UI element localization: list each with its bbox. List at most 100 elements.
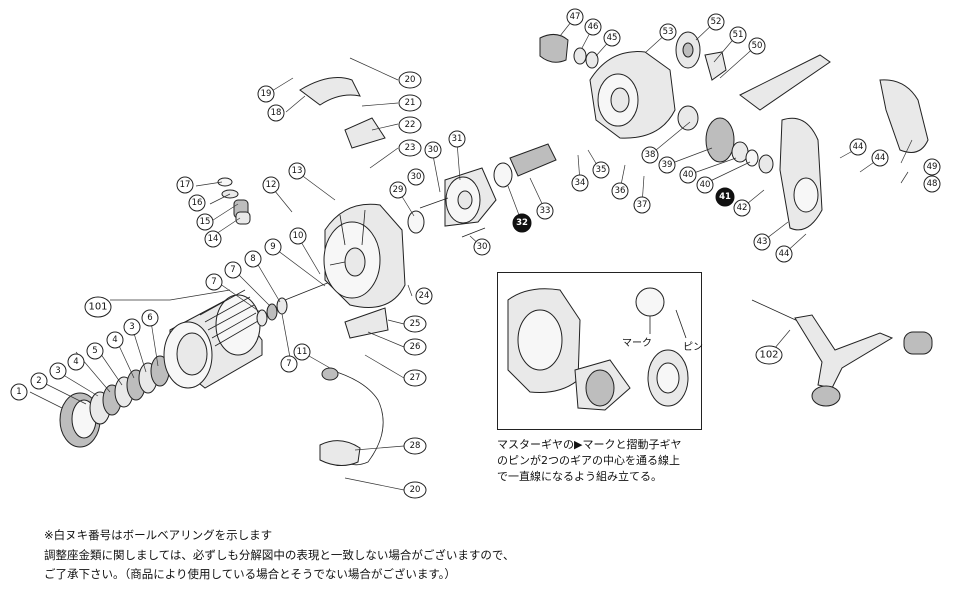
svg-text:40: 40 — [683, 170, 694, 180]
svg-text:101: 101 — [88, 302, 107, 313]
inset-caption-line-1: マスターギヤの▶マークと摺動子ギヤ — [497, 438, 682, 451]
callout-39: 39 — [658, 156, 676, 174]
svg-text:35: 35 — [596, 165, 607, 175]
svg-text:44: 44 — [853, 142, 864, 152]
callout-4: 4 — [67, 353, 85, 371]
svg-text:19: 19 — [261, 89, 272, 99]
svg-text:15: 15 — [200, 217, 211, 227]
reel-body — [539, 34, 676, 139]
svg-text:2: 2 — [36, 376, 41, 386]
svg-text:24: 24 — [419, 291, 430, 301]
svg-text:34: 34 — [575, 178, 586, 188]
callout-48: 48 — [923, 175, 941, 193]
svg-text:29: 29 — [393, 185, 404, 195]
svg-text:40: 40 — [700, 180, 711, 190]
svg-text:10: 10 — [293, 231, 304, 241]
svg-text:20: 20 — [405, 75, 416, 85]
svg-text:7: 7 — [286, 359, 291, 369]
svg-text:48: 48 — [927, 179, 938, 189]
svg-text:23: 23 — [405, 143, 416, 153]
callout-13: 13 — [288, 162, 306, 180]
callout-40b: 40 — [696, 176, 714, 194]
svg-text:51: 51 — [733, 30, 744, 40]
svg-text:3: 3 — [129, 322, 134, 332]
master-gear — [675, 31, 774, 174]
svg-text:26: 26 — [410, 342, 421, 352]
svg-text:4: 4 — [112, 335, 117, 345]
callout-20: 20 — [398, 71, 422, 89]
callout-102: 102 — [755, 345, 783, 365]
callout-26: 26 — [403, 338, 427, 356]
callout-42: 42 — [733, 199, 751, 217]
inset-label-pin: ピン — [683, 342, 703, 353]
svg-text:28: 28 — [410, 441, 421, 451]
footnote-apology-note: ご了承下さい。（商品により使用している場合とそうでない場合がございます。） — [44, 567, 456, 581]
svg-text:1: 1 — [16, 387, 21, 397]
svg-text:14: 14 — [208, 234, 219, 244]
callout-5: 5 — [86, 342, 104, 360]
svg-text:52: 52 — [711, 17, 722, 27]
callout-44b: 44 — [849, 138, 867, 156]
svg-text:39: 39 — [662, 160, 673, 170]
svg-text:12: 12 — [266, 180, 277, 190]
callout-14: 14 — [204, 230, 222, 248]
assembly-detail-inset — [497, 272, 702, 430]
inset-caption-line-2: のピンが2つのギアの中心を通る線上 — [497, 454, 680, 467]
svg-text:53: 53 — [663, 27, 674, 37]
part-drawings — [59, 31, 933, 466]
callout-101: 101 — [84, 296, 112, 318]
callout-32: 32 — [512, 213, 532, 233]
callout-7: 7 — [205, 273, 223, 291]
callout-22: 22 — [398, 116, 422, 134]
callout-6: 6 — [141, 309, 159, 327]
svg-text:22: 22 — [405, 120, 416, 130]
svg-text:20: 20 — [410, 485, 421, 495]
rotor — [323, 203, 406, 308]
callout-51: 51 — [729, 26, 747, 44]
svg-text:18: 18 — [271, 108, 282, 118]
callout-29: 29 — [389, 181, 407, 199]
callout-2: 2 — [30, 372, 48, 390]
handle — [751, 299, 933, 407]
callout-44c: 44 — [871, 149, 889, 167]
svg-text:44: 44 — [875, 153, 886, 163]
callout-36: 36 — [611, 182, 629, 200]
svg-text:9: 9 — [270, 242, 275, 252]
callout-27: 27 — [403, 369, 427, 387]
svg-text:3: 3 — [55, 366, 60, 376]
callout-17: 17 — [176, 176, 194, 194]
callout-7c: 7 — [280, 355, 298, 373]
svg-text:25: 25 — [410, 319, 421, 329]
callout-8: 8 — [244, 250, 262, 268]
svg-text:5: 5 — [92, 346, 97, 356]
svg-text:47: 47 — [570, 12, 581, 22]
callout-23: 23 — [398, 139, 422, 157]
callout-1: 1 — [10, 383, 28, 401]
callouts: 1 2 3 4 5 4 3 6 101 7 7 8 9 10 7 11 12 1… — [10, 8, 941, 499]
svg-text:102: 102 — [759, 350, 778, 361]
callout-30: 30 — [424, 141, 442, 159]
svg-text:27: 27 — [410, 373, 421, 383]
callout-28: 28 — [403, 437, 427, 455]
callout-53: 53 — [659, 23, 677, 41]
callout-49: 49 — [923, 158, 941, 176]
callout-18: 18 — [267, 104, 285, 122]
svg-text:30: 30 — [477, 242, 488, 252]
svg-text:30: 30 — [411, 172, 422, 182]
callout-30c: 30 — [473, 238, 491, 256]
svg-text:32: 32 — [516, 218, 528, 228]
svg-text:38: 38 — [645, 150, 656, 160]
callout-3: 3 — [49, 362, 67, 380]
svg-text:36: 36 — [615, 186, 626, 196]
callout-20b: 20 — [403, 481, 427, 499]
roller-bearings — [217, 177, 251, 225]
callout-50: 50 — [748, 37, 766, 55]
bail-wire — [319, 367, 384, 466]
callout-31: 31 — [448, 130, 466, 148]
callout-34: 34 — [571, 174, 589, 192]
footnote-bearing-note: ※白ヌキ番号はボールベアリングを示します — [44, 528, 273, 542]
callout-3b: 3 — [123, 318, 141, 336]
side-cover — [739, 54, 929, 231]
callout-30b: 30 — [407, 168, 425, 186]
